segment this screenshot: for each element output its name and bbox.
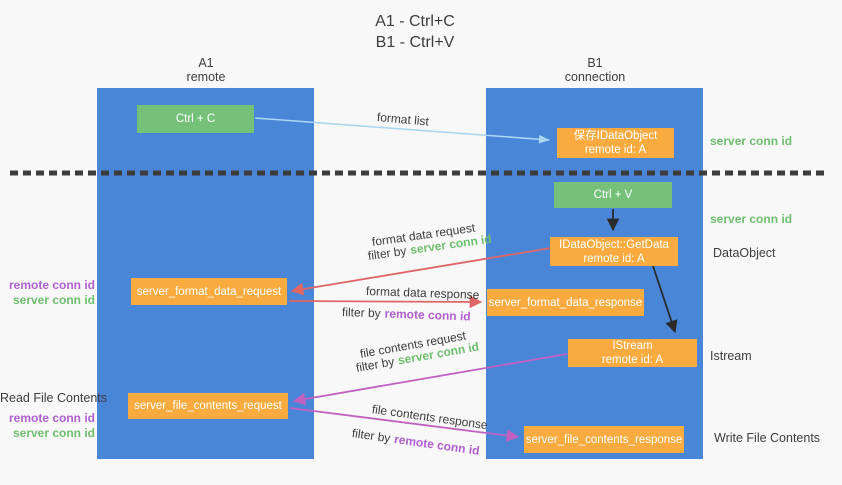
istream-side-label: Istream [710,349,752,363]
lifeline-header-a1: A1 remote [146,56,266,84]
getdata-line2: remote id: A [583,252,645,265]
remote-conn-id-side-label-1: remote conn id [8,278,95,292]
title-line-2: B1 - Ctrl+V [375,34,455,51]
format-data-response-label: format data response [365,284,480,302]
istream-line1: IStream [612,340,653,352]
save-idataobject-line2: remote id: A [584,144,647,156]
ctrl-c-node: Ctrl + C [137,105,254,133]
diagram-title: A1 - Ctrl+C B1 - Ctrl+V [300,11,530,53]
server-conn-id-side-label-mid: server conn id [710,212,793,226]
file-contents-response-label: file contents response [371,402,489,433]
file-response-label: server_file_contents_response [525,433,683,446]
remote-conn-id-side-label-2: remote conn id [8,411,95,425]
server-conn-id-side-label-1: server conn id [12,293,95,307]
filter-by-text: filter by [351,426,392,446]
istream-line2: remote id: A [601,354,664,366]
idataobject-getdata-node: IDataObject::GetData remote id: A [550,237,678,266]
filter-by-text: filter by [341,305,381,321]
write-file-contents-label: Write File Contents [714,431,821,445]
getdata-line1: IDataObject::GetData [559,238,669,251]
server-format-data-response-node: server_format_data_response [487,289,644,316]
title-line-1: A1 - Ctrl+C [375,13,455,30]
remote-conn-id-text: remote conn id [384,306,471,324]
dataobject-side-label: DataObject [713,246,776,260]
save-idataobject-line1: 保存IDataObject [573,130,658,142]
lifeline-b1-role: connection [564,70,626,84]
istream-node: IStream remote id: A [568,339,697,367]
format-response-label: server_format_data_response [488,296,643,309]
server-conn-id-side-label-top: server conn id [710,134,793,148]
format-request-label: server_format_data_request [136,285,282,298]
file-request-label: server_file_contents_request [134,400,282,412]
ctrl-c-label: Ctrl + C [175,113,216,125]
remote-conn-id-text: remote conn id [393,432,481,458]
lifeline-a1-role: remote [186,70,226,84]
server-file-contents-request-node: server_file_contents_request [128,393,288,419]
lifeline-header-b1: B1 connection [535,56,655,84]
save-idataobject-node: 保存IDataObject remote id: A [557,128,674,158]
format-data-response-arrow [288,295,483,309]
file-conn-id-stack: Read File Contents remote conn id server… [0,391,108,441]
lifeline-a1-name: A1 [198,56,214,70]
format-conn-id-stack: remote conn id server conn id [0,278,95,308]
server-format-data-request-node: server_format_data_request [131,278,287,305]
format-list-label: format list [376,110,430,129]
server-file-contents-response-node: server_file_contents_response [524,426,684,453]
ctrl-v-label: Ctrl + V [593,189,633,201]
server-conn-id-side-label-2: server conn id [12,426,95,440]
ctrl-v-node: Ctrl + V [554,182,672,208]
lifeline-b1-name: B1 [587,56,603,70]
read-file-contents-label: Read File Contents [0,391,108,405]
